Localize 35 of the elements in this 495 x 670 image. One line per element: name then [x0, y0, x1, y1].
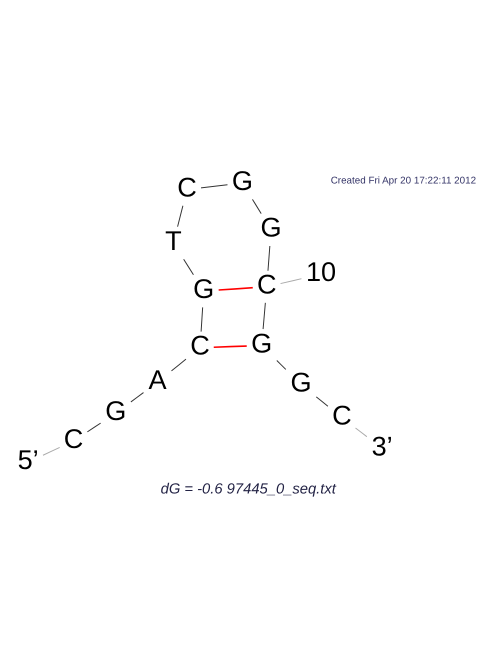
connector: [280, 278, 302, 284]
node-text: C: [256, 268, 277, 300]
node-text: T: [165, 224, 182, 256]
node-text: G: [232, 164, 253, 196]
node-text: A: [148, 364, 167, 395]
connector: [170, 358, 186, 371]
caption: dG = -0.6 97445_0_seq.txt: [160, 481, 336, 498]
connector: [276, 360, 286, 370]
connector: [267, 245, 270, 271]
node-text: G: [260, 211, 282, 242]
label: Created Fri Apr 20 17:22:11 2012: [330, 175, 476, 186]
node-text: G: [290, 366, 312, 398]
connector: [218, 286, 253, 290]
node-text: 3’: [372, 430, 393, 461]
connector: [262, 302, 266, 330]
connector: [355, 427, 368, 437]
connector: [130, 392, 144, 402]
connector: [214, 344, 247, 348]
connector: [200, 184, 228, 188]
node-text: C: [64, 422, 84, 454]
connector: [86, 422, 102, 432]
node-text: C: [190, 329, 210, 360]
connector: [316, 396, 328, 406]
node-text: 10: [306, 256, 336, 287]
connector: [42, 446, 60, 456]
node-text: G: [193, 272, 214, 304]
node-text: C: [177, 170, 197, 202]
connector: [183, 258, 194, 275]
connector: [252, 198, 262, 214]
connector: [200, 306, 204, 332]
node-text: 5’: [18, 444, 39, 475]
node-text: G: [251, 326, 272, 358]
node-text: G: [105, 394, 126, 426]
connector: [177, 204, 184, 227]
node-text: C: [332, 398, 352, 430]
